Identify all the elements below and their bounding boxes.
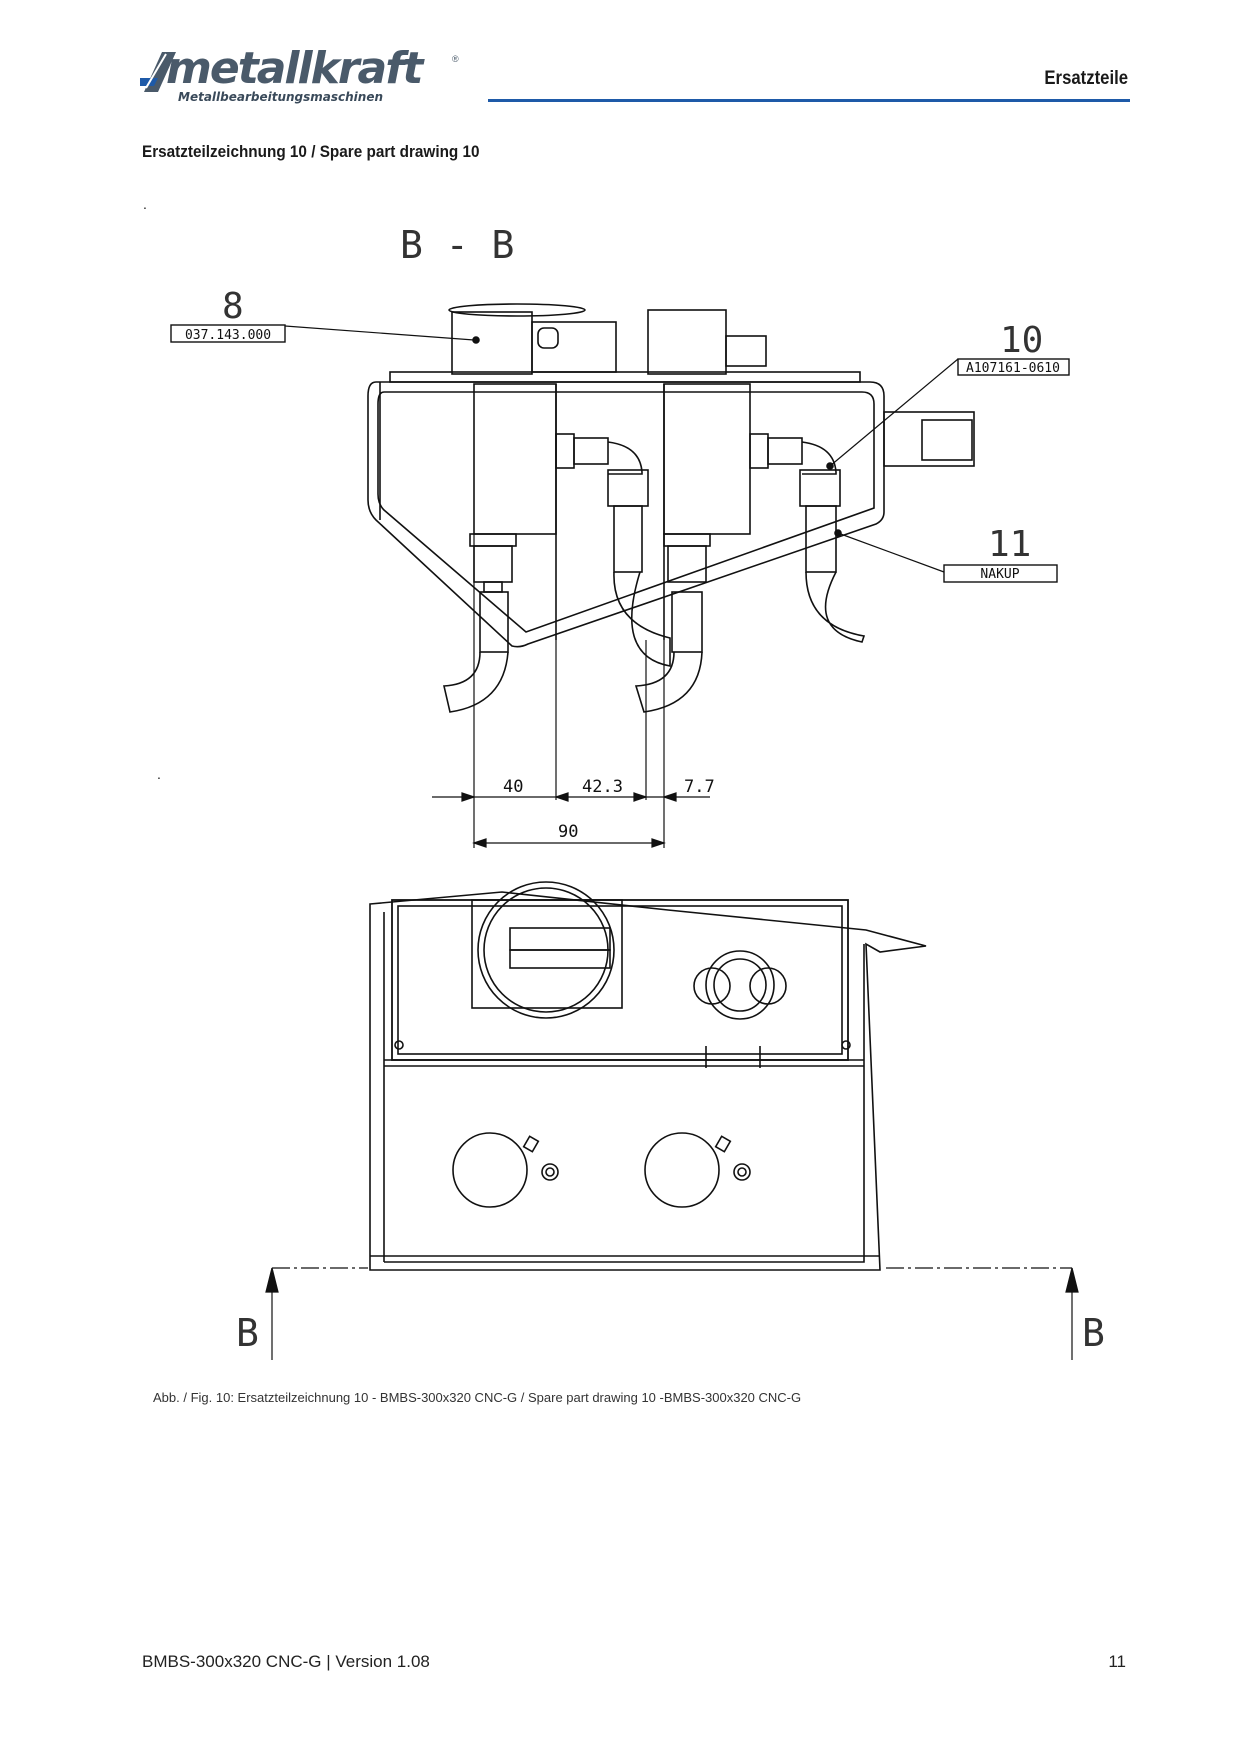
dimension-7-7: 7.7 bbox=[684, 777, 715, 797]
logo-mark-icon bbox=[140, 52, 176, 92]
callout-11-box bbox=[943, 564, 1058, 583]
section-marker-right: B bbox=[1082, 1311, 1105, 1355]
section-title: Ersatzteile bbox=[1044, 68, 1128, 89]
figure-caption: Abb. / Fig. 10: Ersatzteilzeichnung 10 -… bbox=[153, 1390, 802, 1405]
dimension-40: 40 bbox=[503, 777, 523, 797]
callout-11-number: 11 bbox=[988, 524, 1031, 565]
section-label: B - B bbox=[400, 223, 514, 267]
stray-dot: . bbox=[143, 196, 147, 212]
logo-subtitle: Metallbearbeitungsmaschinen bbox=[178, 90, 384, 104]
callout-8-part: 037.143.000 bbox=[185, 328, 271, 343]
spare-part-drawing: B - B 8 037.143.000 10 A107161-0610 11 N… bbox=[170, 223, 1105, 1360]
logo-wordmark: metallkraft bbox=[166, 43, 423, 94]
callout-8-number: 8 bbox=[222, 286, 244, 327]
callout-10-box bbox=[957, 358, 1070, 376]
header-rule bbox=[488, 99, 1130, 102]
footer-document: BMBS-300x320 CNC-G | Version 1.08 bbox=[142, 1652, 430, 1671]
hose-fittings bbox=[443, 433, 866, 713]
dimension-42-3: 42.3 bbox=[582, 777, 623, 797]
callout-10-number: 10 bbox=[1000, 320, 1043, 361]
section-marker-left: B bbox=[236, 1311, 259, 1355]
metallkraft-logo: metallkraft ® Metallbearbeitungsmaschine… bbox=[140, 44, 470, 106]
section-cut-line bbox=[265, 1267, 1079, 1360]
page-heading: Ersatzteilzeichnung 10 / Spare part draw… bbox=[142, 142, 480, 161]
callout-11-part: NAKUP bbox=[980, 567, 1019, 582]
front-view bbox=[369, 881, 927, 1271]
page-number: 11 bbox=[1108, 1652, 1126, 1671]
callout-10-part: A107161-0610 bbox=[966, 361, 1060, 376]
section-view-housing bbox=[367, 303, 975, 648]
dimension-lines bbox=[432, 534, 710, 848]
callout-8-box bbox=[170, 324, 286, 343]
registered-mark: ® bbox=[452, 54, 459, 64]
dimension-90: 90 bbox=[558, 822, 578, 842]
stray-dot: . bbox=[157, 766, 161, 782]
